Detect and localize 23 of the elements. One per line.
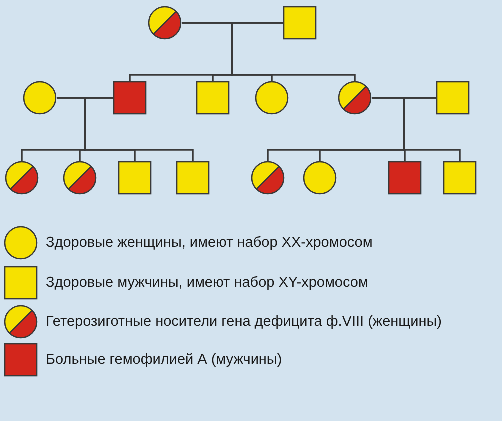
pedigree-line bbox=[403, 97, 461, 161]
male-square bbox=[176, 161, 210, 195]
legend-text: Здоровые женщины, имеют набор XX-хромосом bbox=[46, 235, 373, 251]
male-square bbox=[443, 161, 477, 195]
male-square bbox=[283, 6, 317, 40]
pedigree-line bbox=[84, 97, 194, 161]
female-circle bbox=[148, 6, 182, 40]
female-circle bbox=[5, 161, 39, 195]
male-square bbox=[196, 81, 230, 115]
male-square bbox=[436, 81, 470, 115]
male-square bbox=[118, 161, 152, 195]
female-circle bbox=[303, 161, 337, 195]
female-circle bbox=[63, 161, 97, 195]
female-circle bbox=[251, 161, 285, 195]
legend-text: Здоровые мужчины, имеют набор XY-хромосом bbox=[46, 275, 368, 291]
pedigree-line bbox=[231, 22, 356, 81]
female-circle bbox=[338, 81, 372, 115]
male-square bbox=[388, 161, 422, 195]
male-square bbox=[113, 81, 147, 115]
legend-text: Больные гемофилией А (мужчины) bbox=[46, 352, 282, 368]
legend-text: Гетерозиготные носители гена дефицита ф.VIII (женщины) bbox=[46, 314, 442, 330]
female-circle bbox=[255, 81, 289, 115]
female-circle bbox=[23, 81, 57, 115]
